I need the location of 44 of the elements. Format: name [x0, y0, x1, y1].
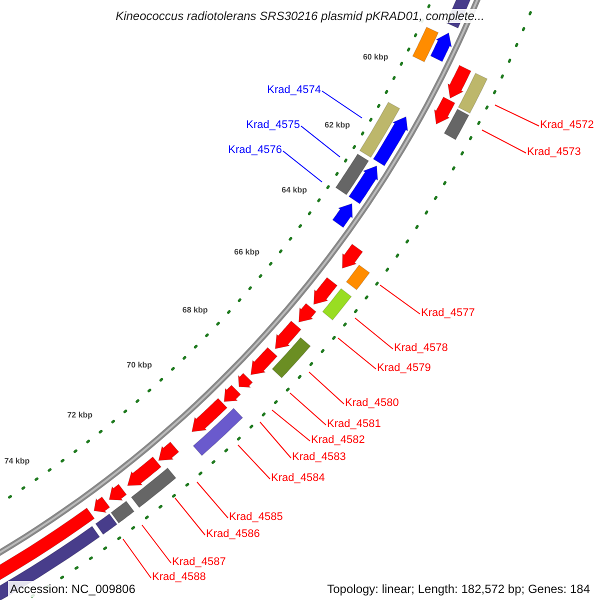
gene-label: Krad_4579 — [377, 362, 431, 375]
kbp-scale-label: 70 kbp — [126, 360, 152, 370]
gene-label: Krad_4577 — [421, 307, 475, 320]
leader-line — [196, 482, 228, 518]
kbp-scale-label: 72 kbp — [67, 410, 93, 420]
gene-label: Krad_4581 — [327, 418, 381, 431]
leader-line — [260, 422, 292, 458]
leader-line — [174, 498, 206, 536]
leader-line — [300, 126, 340, 158]
leader-line — [272, 410, 310, 442]
accession-info: Accession: NC_009806 — [8, 581, 138, 597]
gene-label: Krad_4573 — [527, 146, 581, 159]
leader-line — [282, 150, 322, 182]
leader-line — [238, 444, 270, 480]
leader-line — [122, 538, 152, 578]
leader-line — [142, 524, 172, 564]
gene-label: Krad_4576 — [228, 144, 282, 157]
kbp-scale-label: 74 kbp — [4, 456, 30, 466]
topology-info: Topology: linear; Length: 182,572 bp; Genes: 184 — [325, 581, 592, 597]
leader-line — [354, 318, 394, 350]
gene-label: Krad_4584 — [271, 472, 325, 485]
leader-line — [494, 104, 540, 126]
leader-line — [338, 338, 376, 370]
leader-line — [380, 284, 420, 314]
gene-label: Krad_4587 — [172, 556, 226, 569]
gene-label: Krad_4582 — [311, 434, 365, 447]
gene-label: Krad_4574 — [267, 84, 321, 97]
leader-line — [322, 90, 362, 118]
gene-label: Krad_4575 — [246, 119, 300, 132]
kbp-scale-label: 62 kbp — [324, 120, 350, 130]
kbp-scale-label: 60 kbp — [362, 52, 388, 62]
gene-label: Krad_4586 — [206, 528, 260, 541]
gene-label: Krad_4580 — [345, 397, 399, 410]
gene-label: Krad_4585 — [229, 511, 283, 524]
kbp-scale-label: 64 kbp — [282, 186, 307, 195]
leader-line — [308, 372, 344, 404]
gene-label: Krad_4588 — [152, 571, 206, 584]
gene-label: Krad_4583 — [292, 451, 346, 464]
gene-label: Krad_4578 — [394, 342, 448, 355]
kbp-scale-label: 68 kbp — [182, 306, 208, 315]
leader-line — [482, 130, 526, 154]
gene-label: Krad_4572 — [540, 119, 594, 132]
kbp-scale-label: 66 kbp — [234, 247, 260, 256]
leader-line — [290, 392, 326, 426]
